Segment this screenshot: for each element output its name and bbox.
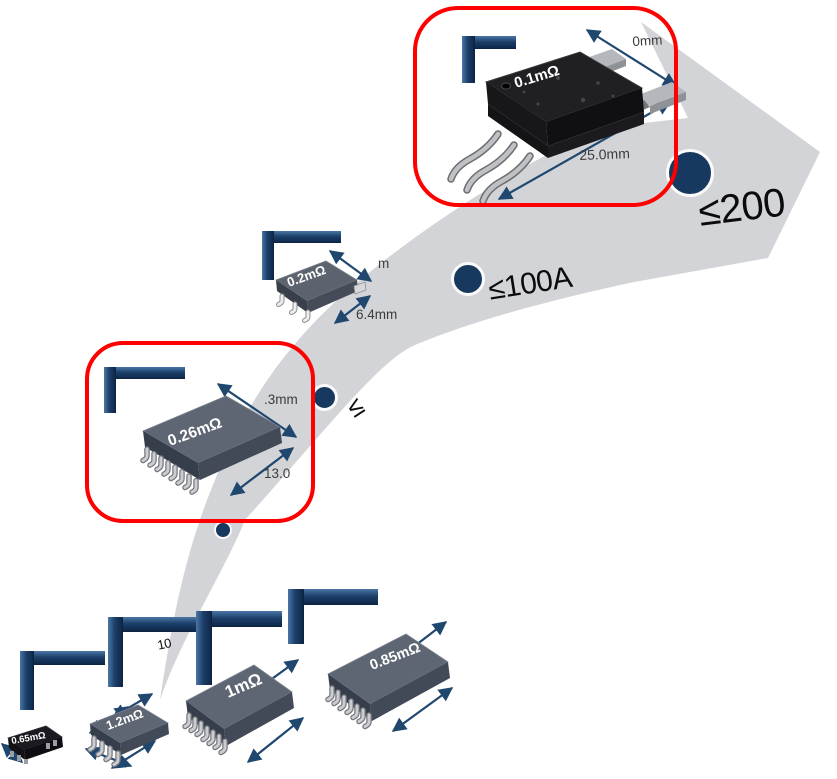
current-dot-40 xyxy=(311,384,338,411)
bracket-bar xyxy=(288,589,378,605)
highlight-box-0-26mohm xyxy=(85,341,315,523)
bracket-bar xyxy=(104,367,185,379)
bracket-bar xyxy=(462,36,475,83)
bracket-bar xyxy=(108,617,123,687)
bracket-bar xyxy=(262,231,341,243)
highlight-box-0-1mohm xyxy=(413,6,678,207)
package-body xyxy=(307,280,358,313)
package-0-85mohm: 0.85mΩ xyxy=(310,633,450,750)
current-dot-100 xyxy=(451,262,485,296)
bracket-bar xyxy=(196,611,212,685)
corner-bracket-p1 xyxy=(196,611,282,685)
dim-label-p02-top: m xyxy=(378,256,390,271)
bracket-bar xyxy=(108,617,197,632)
bracket-bar xyxy=(20,651,105,665)
current-dot-small xyxy=(214,521,232,539)
package-body xyxy=(276,280,308,313)
package-body xyxy=(186,701,226,746)
package-lead-right xyxy=(353,281,367,295)
corner-bracket-p12 xyxy=(108,617,197,687)
corner-bracket-p085 xyxy=(288,589,378,644)
bracket-bar xyxy=(462,36,516,49)
package-tab xyxy=(636,82,686,106)
package-1-2mohm: 1.2mΩ xyxy=(78,704,169,768)
corner-bracket-p02 xyxy=(262,231,341,280)
corner-bracket-p065 xyxy=(20,651,105,710)
corner-bracket-p01 xyxy=(462,36,516,83)
package-0-65mohm: 0.65mΩ xyxy=(7,725,63,764)
package-1mohm: 1mΩ xyxy=(170,664,294,770)
bracket-bar xyxy=(20,651,34,710)
package-0-2mohm: 0.2mΩ xyxy=(275,260,367,331)
bracket-bar xyxy=(288,589,304,644)
bracket-bar xyxy=(262,231,274,280)
bracket-bar xyxy=(196,611,282,627)
package-body xyxy=(143,431,200,480)
package-hole xyxy=(501,82,511,90)
